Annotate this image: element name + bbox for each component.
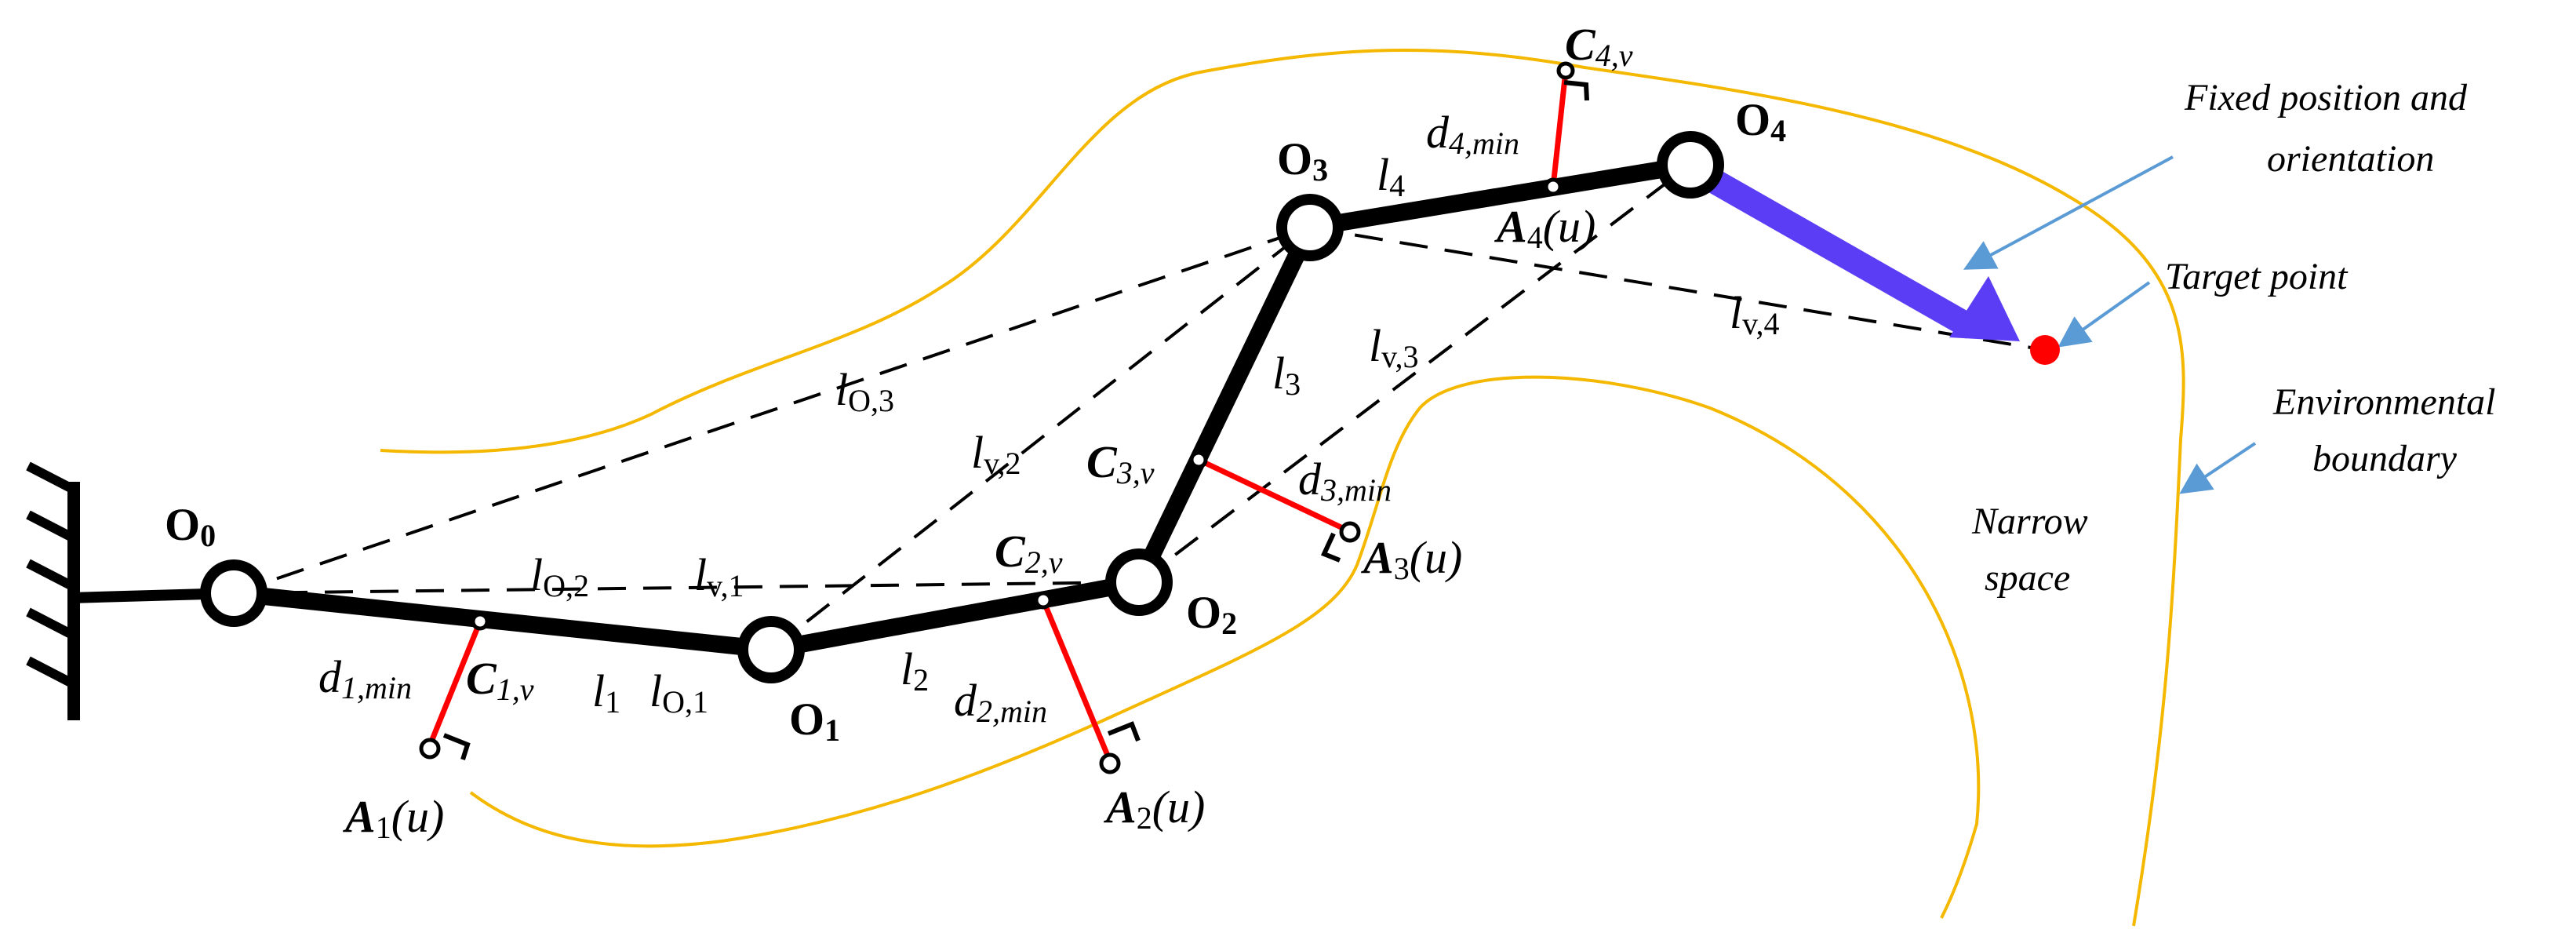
- joint-o1-circle: [737, 616, 805, 683]
- dist-seg-4: [1550, 70, 1569, 188]
- point-a4: [1544, 177, 1563, 196]
- label-o3: O3: [1277, 133, 1328, 188]
- boundary-upper: [380, 48, 2185, 927]
- point-a1: [419, 738, 441, 760]
- label-o2: O2: [1186, 587, 1237, 641]
- point-a3: [1339, 521, 1361, 543]
- small-points: [419, 61, 1575, 774]
- label-a4: A4(u): [1494, 201, 1595, 255]
- label-l4: l4: [1377, 149, 1405, 203]
- label-c1: C1,v: [466, 653, 534, 707]
- label-lv1: lv,1: [694, 549, 744, 603]
- annotation-fixed-pose-line1: Fixed position and: [2184, 77, 2468, 118]
- label-d1: d1,min: [318, 651, 412, 705]
- annotation-fixed-pose-line2: orientation: [2267, 138, 2434, 180]
- manipulator-links: [225, 156, 1699, 658]
- label-d2: d2,min: [954, 675, 1047, 729]
- label-c2: C2,v: [995, 526, 1063, 580]
- label-a1: A1(u): [343, 791, 444, 845]
- point-c3: [1189, 450, 1208, 469]
- label-a2: A2(u): [1104, 782, 1205, 836]
- fixed-base: [26, 461, 235, 720]
- link-4: [1301, 156, 1699, 236]
- joint-o3-circle: [1276, 194, 1344, 261]
- label-o4: O4: [1735, 94, 1786, 148]
- joint-o0-circle: [200, 559, 267, 627]
- joint-o2-circle: [1105, 548, 1173, 616]
- label-l1: l1: [592, 665, 620, 720]
- target-point-marker: [2030, 335, 2060, 365]
- label-a3: A3(u): [1361, 532, 1462, 586]
- min-distance-segments: [427, 70, 1569, 763]
- dashed-o3-target: [1309, 226, 2046, 352]
- label-lo2: lO,2: [530, 549, 589, 603]
- link-2: [762, 574, 1148, 658]
- end-effector-arrow: [1696, 163, 2020, 341]
- label-lo1: lO,1: [649, 665, 708, 720]
- dashed-o0-o3: [233, 226, 1311, 595]
- link-1: [225, 585, 780, 658]
- label-o0: O0: [165, 499, 216, 553]
- label-lv3: lv,3: [1369, 320, 1419, 374]
- link-3: [1130, 219, 1319, 591]
- label-l3: l3: [1272, 348, 1301, 402]
- label-lv2: lv,2: [971, 427, 1021, 481]
- point-c4: [1556, 61, 1575, 80]
- dashed-o2-o4: [1137, 163, 1692, 584]
- annotation-env-boundary-line1: Environmental: [2272, 381, 2496, 423]
- right-angle-markers: [442, 80, 1589, 760]
- joint-o4-circle: [1657, 131, 1724, 199]
- label-d4: d4,min: [1426, 107, 1519, 161]
- annotation-target-point: Target point: [2165, 256, 2349, 297]
- dashed-o0-o2: [233, 581, 1140, 595]
- label-o1: O1: [789, 694, 840, 748]
- label-l2: l2: [901, 643, 929, 698]
- callout-arrows: [1963, 155, 2257, 494]
- point-a2: [1099, 752, 1121, 774]
- label-c4: C4,v: [1565, 19, 1633, 73]
- annotation-narrow-space-line1: Narrow: [1971, 501, 2088, 542]
- point-c2: [1034, 591, 1053, 610]
- annotation-env-boundary-line2: boundary: [2312, 438, 2458, 479]
- dashed-o1-o3: [770, 226, 1312, 651]
- annotation-narrow-space-line2: space: [1985, 557, 2070, 599]
- joints: [200, 131, 1724, 683]
- label-c3: C3,v: [1086, 436, 1155, 490]
- dist-seg-2: [1040, 599, 1113, 763]
- label-lv4: lv,4: [1730, 287, 1780, 341]
- dist-seg-3: [1197, 457, 1349, 534]
- dist-seg-1: [427, 620, 483, 747]
- boundary-lower: [469, 375, 1981, 919]
- virtual-links: [233, 163, 2046, 651]
- point-c1: [471, 612, 489, 631]
- label-lo3: lO,3: [835, 364, 894, 418]
- label-d3: d3,min: [1298, 454, 1392, 508]
